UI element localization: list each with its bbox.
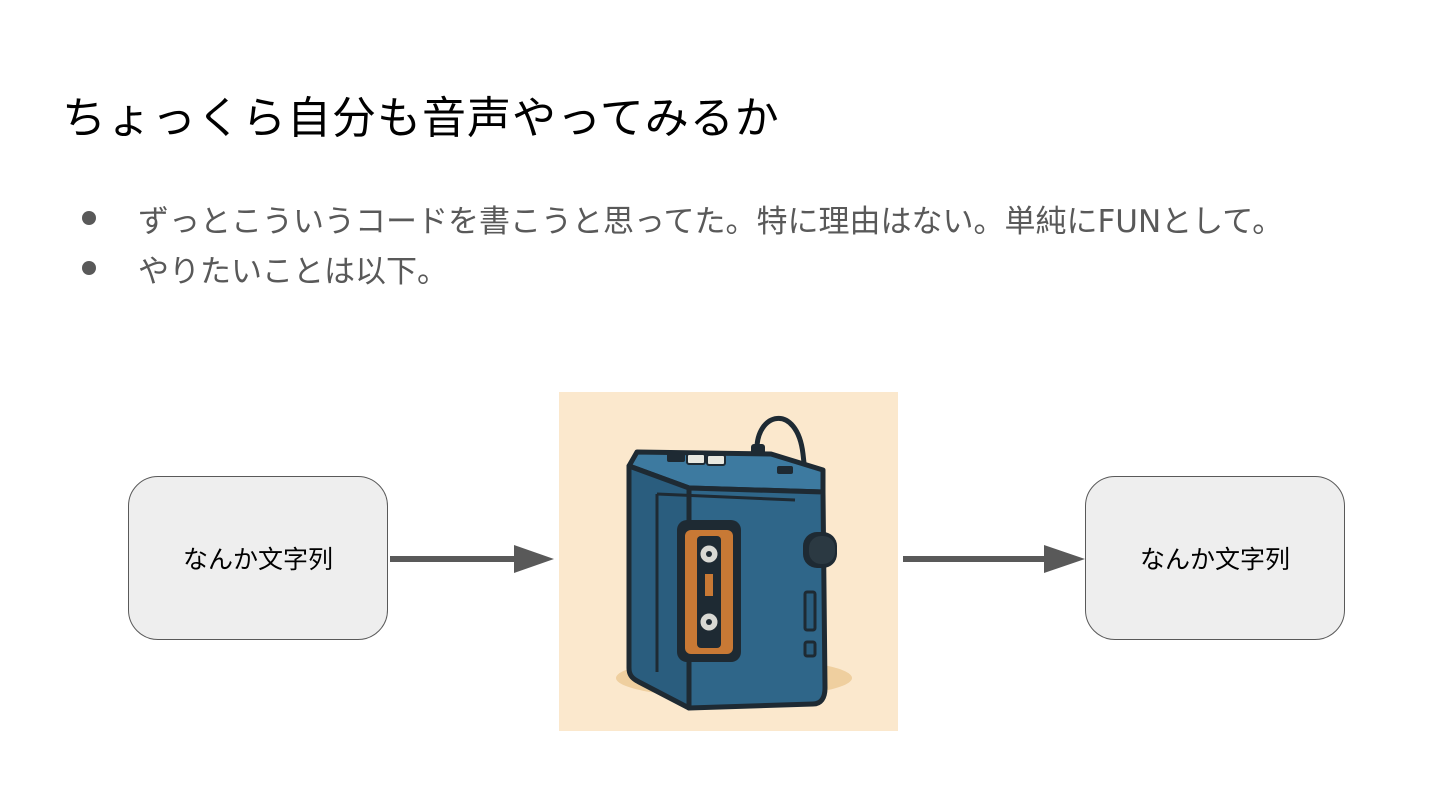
slide-title: ちょっくら自分も音声やってみるか — [62, 93, 780, 144]
cassette-player-icon — [616, 416, 852, 711]
input-box: なんか文字列 — [128, 476, 388, 640]
arrow-right — [903, 545, 1085, 573]
bullet-text: やりたいことは以下。 — [138, 253, 448, 290]
bullet-item: ずっとこういうコードを書こうと思ってた。特に理由はない。単純にFUNとして。 — [78, 193, 1283, 243]
bullet-list: ずっとこういうコードを書こうと思ってた。特に理由はない。単純にFUNとして。 や… — [78, 193, 1283, 293]
arrow-left — [390, 545, 554, 573]
bullet-item: やりたいことは以下。 — [78, 243, 1283, 293]
bullet-dot-icon — [82, 261, 96, 275]
bullet-text: ずっとこういうコードを書こうと思ってた。特に理由はない。単純にFUNとして。 — [138, 203, 1284, 240]
cassette-player-image — [559, 392, 898, 731]
output-box: なんか文字列 — [1085, 476, 1345, 640]
output-box-label: なんか文字列 — [1139, 545, 1290, 574]
input-box-label: なんか文字列 — [182, 545, 333, 574]
bullet-dot-icon — [82, 211, 96, 225]
